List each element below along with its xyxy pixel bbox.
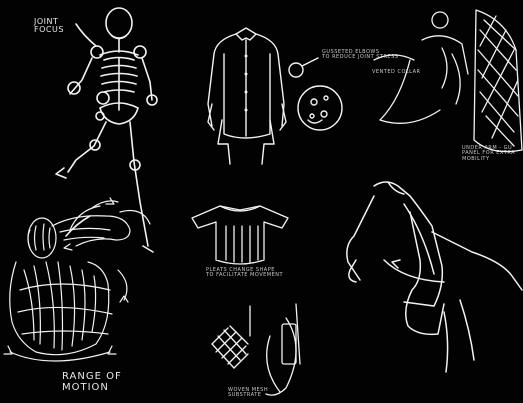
skeleton-sketch (56, 8, 157, 252)
range-of-motion-label: range of motion (62, 372, 122, 393)
jacket-collar-sketch (374, 10, 522, 152)
shirt-back-sketch (192, 206, 288, 264)
gusset-note: gusseted elbows to reduce joint stress (322, 50, 398, 61)
pleats-note: pleats change shape to facilitate moveme… (206, 268, 283, 279)
muscle-back-sketch (4, 198, 130, 361)
woven-mesh-sketch (212, 304, 300, 395)
weave-note: woven mesh substrate (228, 388, 268, 399)
jacket-motion-sketch (347, 182, 522, 372)
underarm-note: under arm - gu panel for extra mobility (462, 146, 515, 162)
vented-collar-note: vented collar (372, 70, 420, 75)
joint-focus-label: joint focus (34, 18, 64, 35)
motion-arrows (70, 206, 150, 230)
